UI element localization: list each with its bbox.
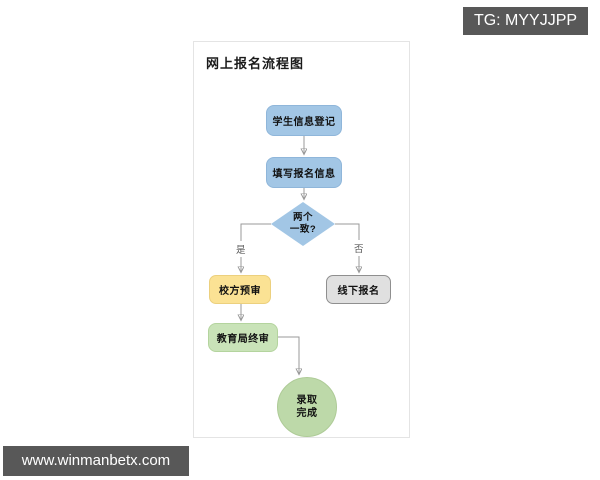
website-watermark-badge: www.winmanbetx.com	[3, 446, 189, 476]
edge-bureau-to-complete	[278, 336, 299, 374]
node-fill-registration-info: 填写报名信息	[266, 157, 342, 188]
edge-label-yes: 是	[234, 241, 248, 257]
node-offline-registration: 线下报名	[326, 275, 391, 304]
node-school-preliminary-review: 校方预审	[209, 275, 271, 304]
flowchart-card: 网上报名流程图 学生信息登记 填写报名信息 两个 一致? 是 否 校方预审 线下…	[193, 41, 410, 438]
telegram-watermark-badge: TG: MYYJJPP	[463, 7, 588, 35]
node-student-info-registration: 学生信息登记	[266, 105, 342, 136]
node-education-bureau-final-review: 教育局终审	[208, 323, 278, 352]
node-admission-complete: 录取 完成	[277, 377, 337, 437]
node-decision-consistent: 两个 一致?	[271, 202, 335, 246]
edge-label-no: 否	[352, 240, 366, 256]
flowchart-title: 网上报名流程图	[206, 56, 305, 71]
